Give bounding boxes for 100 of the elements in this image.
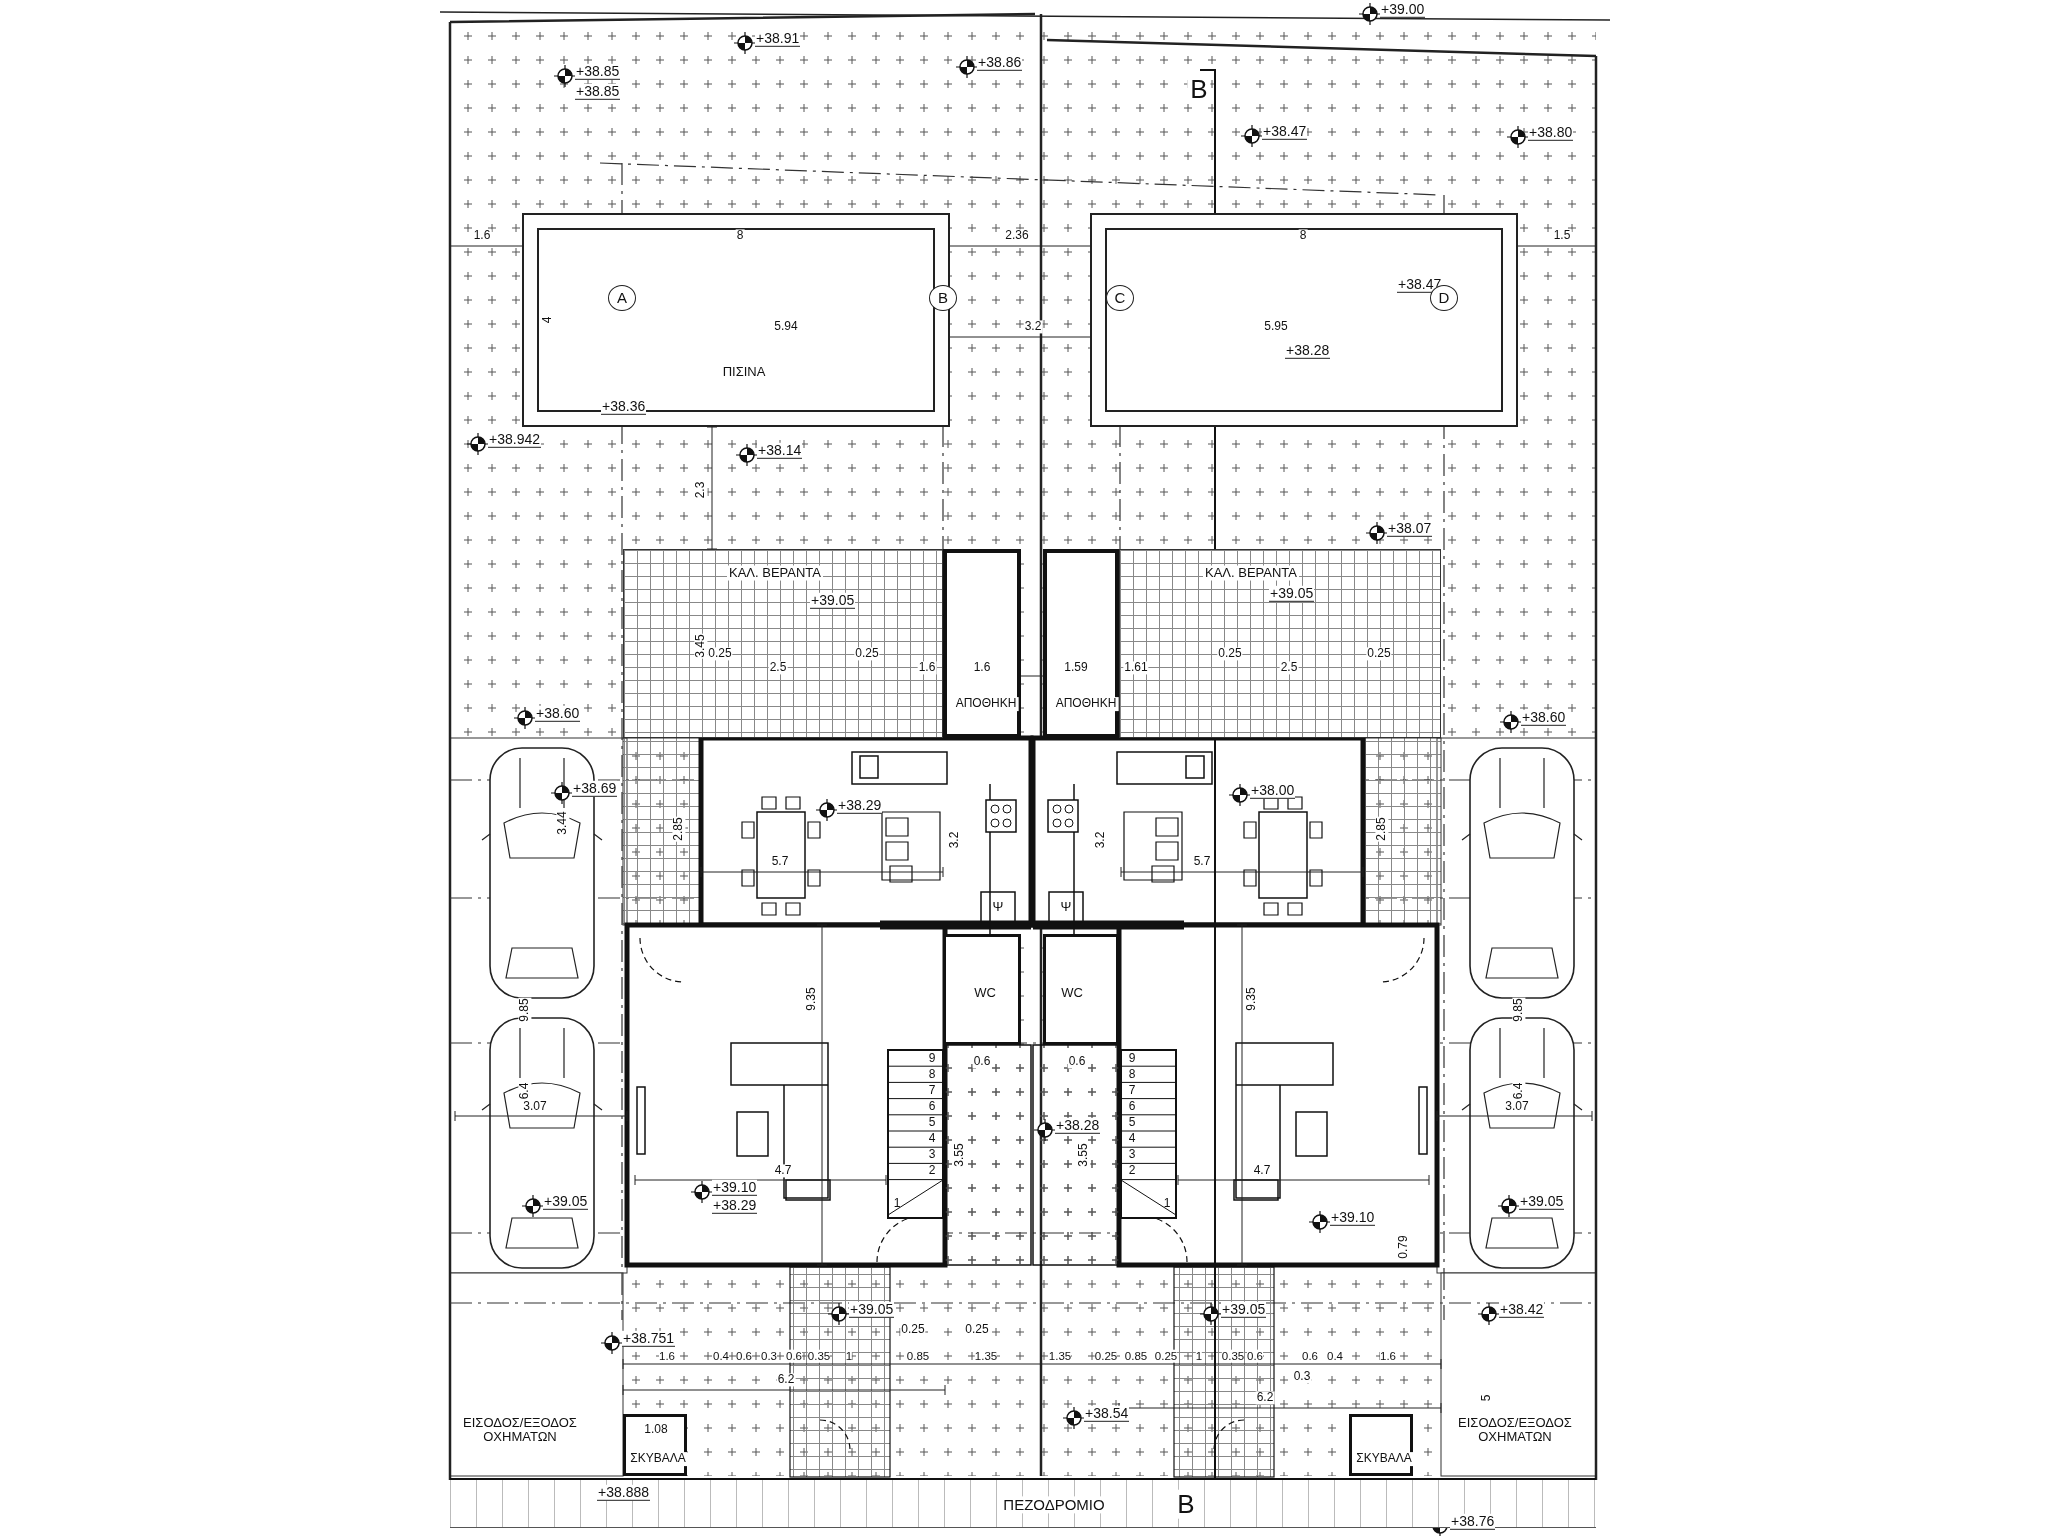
dimension-value: 4.7	[773, 1164, 793, 1178]
step-number: 5	[927, 1116, 937, 1130]
dimension-value: 1	[845, 1349, 853, 1363]
dimension-value: 0.35	[807, 1349, 831, 1363]
dimension-value: 9.85	[518, 997, 532, 1023]
dimension-value: 0.4	[1327, 1349, 1343, 1363]
dimension-value: 0.25	[1094, 1349, 1118, 1363]
elevation-value: +38.888	[597, 1484, 650, 1502]
dimension-value: 3.45	[694, 633, 708, 659]
elevation-value: +38.28	[1055, 1117, 1101, 1135]
step-number: 1	[892, 1197, 902, 1211]
storage-room	[943, 549, 1021, 738]
step-number: 2	[1127, 1164, 1137, 1178]
dimension-value: 0.6	[1302, 1349, 1318, 1363]
appliance-label: Ψ	[991, 899, 1005, 915]
wc-room	[1043, 934, 1119, 1045]
elevation-value: +39.05	[1221, 1301, 1267, 1319]
dimension-value: 0.6	[786, 1349, 802, 1363]
elevation-value: +39.05	[1269, 585, 1315, 603]
dimension-value: 6.2	[776, 1373, 796, 1387]
swimming-pool	[522, 213, 950, 427]
elevation-value: +38.29	[837, 797, 883, 815]
dimension-value: 3.44	[556, 810, 570, 836]
dimension-value: 1.6	[917, 661, 937, 675]
dimension-value: 0.6	[1067, 1055, 1087, 1069]
dimension-value: 2.5	[1279, 661, 1299, 675]
bin-enclosure	[1349, 1414, 1413, 1476]
dimension-value: 1.61	[1123, 661, 1149, 675]
step-number: 9	[927, 1052, 937, 1066]
room-label: ΣΚΥΒΑΛΑ	[628, 1452, 688, 1466]
elevation-value: +38.47	[1262, 123, 1308, 141]
elevation-value: +38.14	[757, 442, 803, 460]
dimension-value: 0.4	[713, 1349, 729, 1363]
elevation-value: +38.60	[535, 705, 581, 723]
sidewalk-band	[450, 1478, 1596, 1528]
dimension-value: 6.4	[1512, 1081, 1526, 1101]
elevation-value: +38.942	[488, 431, 541, 449]
dimension-value: 0.25	[1217, 647, 1243, 661]
covered-veranda	[623, 549, 943, 738]
dimension-value: 2.5	[768, 661, 788, 675]
elevation-value: +38.60	[1521, 709, 1567, 727]
step-number: 8	[927, 1068, 937, 1082]
dimension-value: 3.2	[1023, 320, 1043, 334]
elevation-value: +38.91	[755, 30, 801, 48]
storage-room	[1043, 549, 1119, 738]
elevation-value: +38.54	[1084, 1405, 1130, 1423]
dimension-value: 0.25	[1154, 1349, 1178, 1363]
dimension-value: 0.25	[1366, 647, 1392, 661]
dimension-value: 1.6	[659, 1349, 675, 1363]
appliance-label: Ψ	[1059, 899, 1073, 915]
elevation-value: +39.10	[712, 1179, 758, 1197]
room-label: ΣΚΥΒΑΛΑ	[1354, 1452, 1414, 1466]
dimension-value: 2.85	[672, 816, 686, 842]
step-number: 1	[1162, 1197, 1172, 1211]
dimension-value: 1.35	[974, 1349, 998, 1363]
step-number: 2	[927, 1164, 937, 1178]
elevation-value: +38.85	[575, 63, 621, 81]
dimension-value: 9.85	[1512, 997, 1526, 1023]
elevation-value: +38.42	[1499, 1301, 1545, 1319]
dimension-value: 0.25	[707, 647, 733, 661]
dimension-value: 0.6	[736, 1349, 752, 1363]
elevation-value: +38.28	[1285, 342, 1331, 360]
swimming-pool	[1090, 213, 1518, 427]
step-number: 3	[1127, 1148, 1137, 1162]
bin-enclosure	[623, 1414, 687, 1476]
dimension-value: 1	[1195, 1349, 1203, 1363]
covered-veranda	[1119, 549, 1441, 738]
dimension-value: 6.2	[1255, 1391, 1275, 1405]
dimension-value: 0.3	[761, 1349, 777, 1363]
dimension-value: 2.3	[694, 480, 708, 500]
step-number: 4	[927, 1132, 937, 1146]
dimension-value: 3.55	[1077, 1142, 1091, 1168]
wc-room	[943, 934, 1021, 1045]
dimension-value: 0.25	[964, 1323, 990, 1337]
room-label: ΑΠΟΘΗΚΗ	[1053, 697, 1119, 711]
room-label: ΠΕΖΟΔΡΟΜΙΟ	[1001, 1496, 1107, 1514]
elevation-value: +38.85	[575, 83, 621, 101]
elevation-value: +38.07	[1387, 520, 1433, 538]
dimension-value: 0.6	[972, 1055, 992, 1069]
elevation-value: +38.76	[1450, 1513, 1496, 1531]
elevation-value: +38.80	[1528, 124, 1574, 142]
elevation-value: +38.86	[977, 54, 1023, 72]
dimension-value: 0.6	[1247, 1349, 1263, 1363]
step-number: 6	[927, 1100, 937, 1114]
elevation-value: +39.00	[1380, 1, 1426, 19]
elevation-value: +38.69	[572, 780, 618, 798]
room-label: ΚΑΛ. ΒΕΡΑΝΤΑ	[1203, 565, 1299, 581]
elevation-value: +39.05	[849, 1301, 895, 1319]
room-label: ΚΑΛ. ΒΕΡΑΝΤΑ	[727, 565, 823, 581]
step-number: 7	[927, 1084, 937, 1098]
dimension-value: 0.25	[900, 1323, 926, 1337]
elevation-value: +39.10	[1330, 1209, 1376, 1227]
dimension-value: 0.25	[854, 647, 880, 661]
dimension-value: 0.85	[1124, 1349, 1148, 1363]
step-number: 8	[1127, 1068, 1137, 1082]
elevation-value: +38.00	[1250, 782, 1296, 800]
elevation-value: +39.05	[1519, 1193, 1565, 1211]
elevation-value: +38.29	[712, 1197, 758, 1215]
dimension-value: 6.4	[518, 1081, 532, 1101]
step-number: 3	[927, 1148, 937, 1162]
